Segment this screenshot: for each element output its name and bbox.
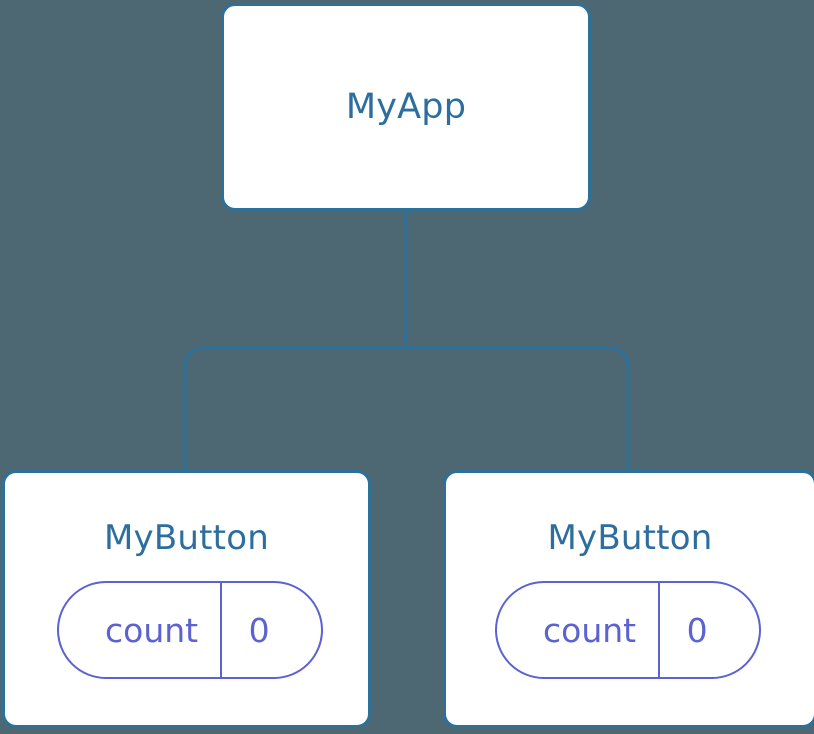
state-pill-value: 0: [686, 610, 708, 650]
state-pill-divider: [658, 583, 661, 677]
node-myapp-title: MyApp: [345, 86, 467, 127]
state-pill-value: 0: [248, 610, 270, 650]
edge-root-to-right-child: [406, 346, 630, 472]
node-mybutton-right-title: MyButton: [547, 518, 713, 558]
state-pill-count-right[interactable]: count 0: [495, 581, 761, 679]
node-myapp[interactable]: MyApp: [221, 3, 591, 211]
node-mybutton-right[interactable]: MyButton count 0: [443, 470, 814, 728]
state-pill-divider: [220, 583, 223, 677]
state-pill-count-left[interactable]: count 0: [57, 581, 323, 679]
state-pill-key: count: [105, 610, 199, 650]
node-mybutton-left[interactable]: MyButton count 0: [2, 470, 371, 728]
node-mybutton-left-title: MyButton: [104, 518, 269, 558]
edge-root-to-left-child: [183, 346, 406, 472]
state-pill-key: count: [543, 610, 637, 650]
